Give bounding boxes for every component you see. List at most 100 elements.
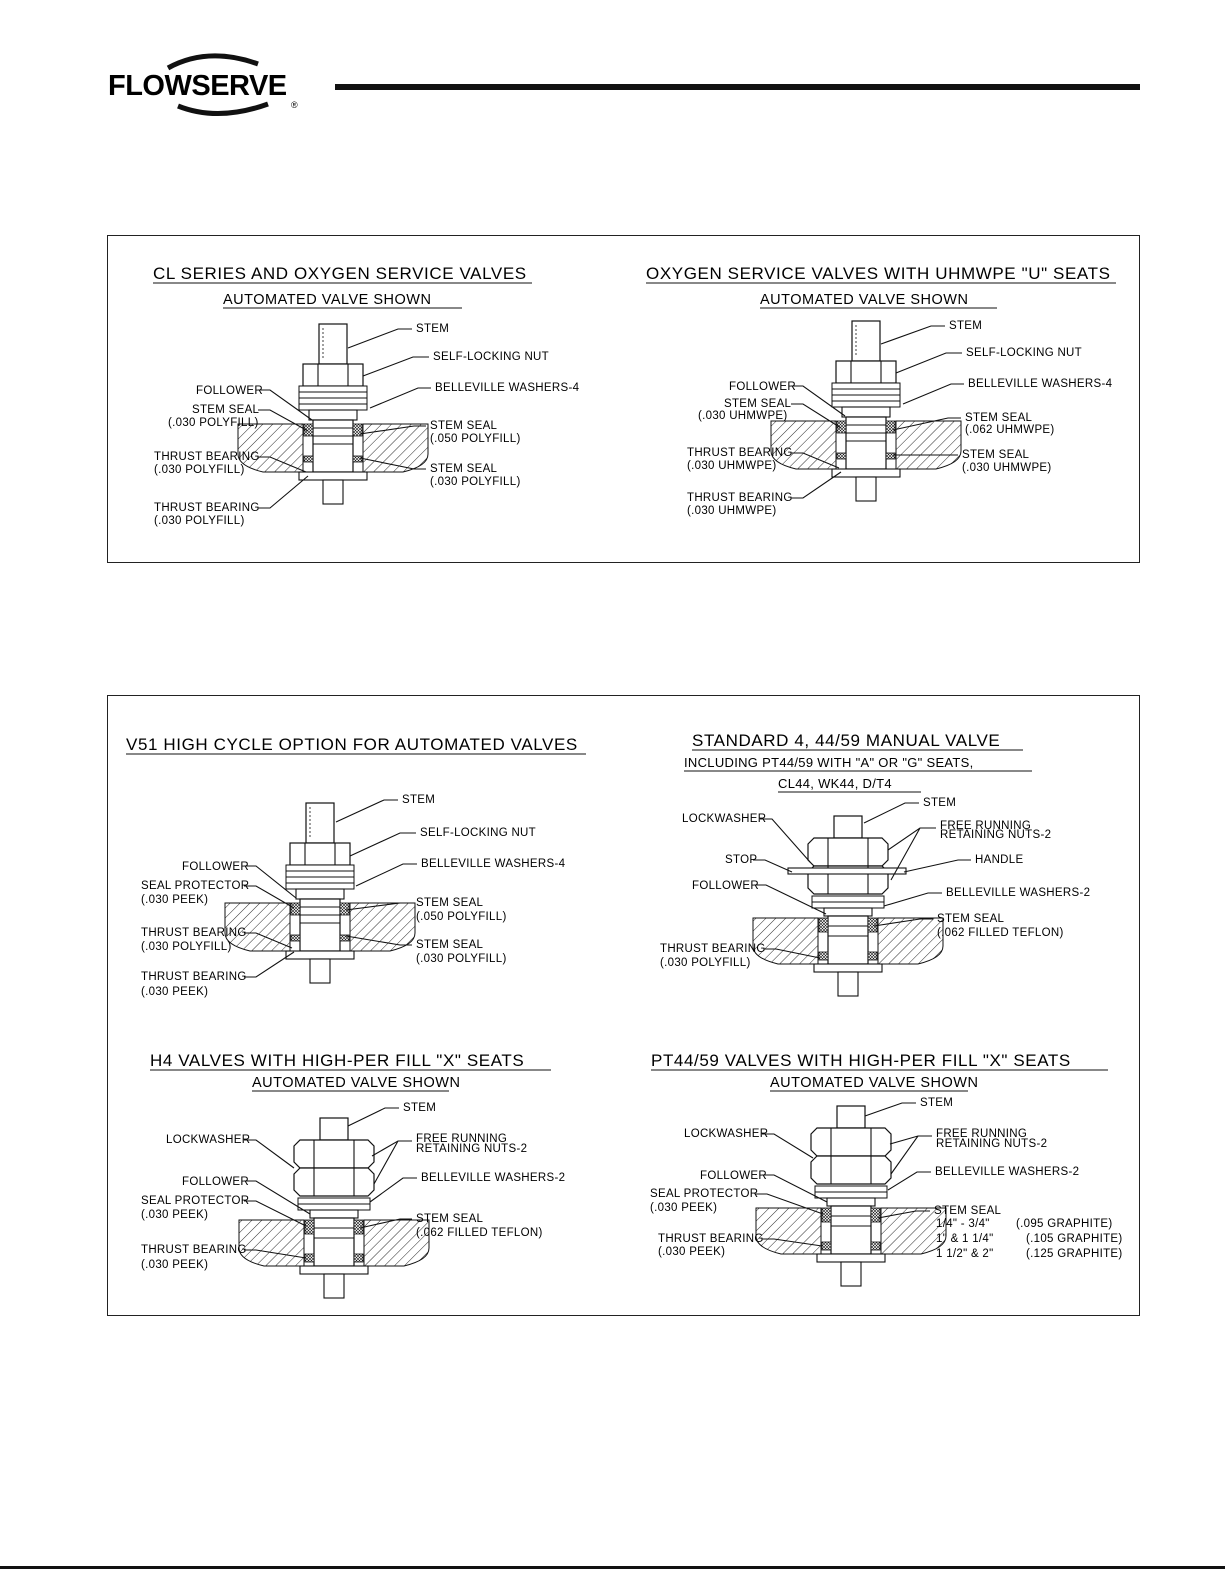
label-free-running-nuts-2: RETAINING NUTS-2 <box>936 1138 1047 1150</box>
label-thrust-bearing-2-spec: (.030 UHMWPE) <box>687 505 777 517</box>
label-stem-seal-1-spec: (.030 POLYFILL) <box>168 417 259 429</box>
leader-lockwasher <box>760 818 811 863</box>
size-row-3-value: (.125 GRAPHITE) <box>1026 1248 1123 1260</box>
label-seal-protector: SEAL PROTECTOR <box>141 1195 249 1207</box>
leader-self-locking-nut <box>362 356 429 377</box>
pt44-valve-assembly <box>755 1105 947 1287</box>
label-thrust-bearing-1: THRUST BEARING <box>687 447 793 459</box>
footer-rule <box>0 1566 1225 1569</box>
standard-subtitle-1: INCLUDING PT44/59 WITH "A" OR "G" SEATS, <box>684 755 974 770</box>
leader-stem-seal-2 <box>359 425 426 435</box>
cl-series-valve-assembly <box>237 323 429 505</box>
leader-follower <box>791 385 846 417</box>
label-thrust-bearing-spec: (.030 PEEK) <box>141 1259 208 1271</box>
label-stem-seal-3-spec: (.030 UHMWPE) <box>962 462 1052 474</box>
label-self-locking-nut: SELF-LOCKING NUT <box>966 347 1082 359</box>
size-row-1-size: 1/4" - 3/4" <box>936 1218 990 1230</box>
label-stem-seal-3: STEM SEAL <box>962 449 1030 461</box>
standard-subtitle-2: CL44, WK44, D/T4 <box>778 776 892 791</box>
logo-wordmark: FLOWSERVE <box>108 70 287 102</box>
header-rule <box>335 84 1140 90</box>
label-thrust-bearing-spec: (.030 POLYFILL) <box>660 957 751 969</box>
h4-subtitle: AUTOMATED VALVE SHOWN <box>252 1075 460 1091</box>
label-free-running-nuts-2: RETAINING NUTS-2 <box>940 829 1051 841</box>
leader-seal-protector <box>244 1200 307 1227</box>
label-lockwasher: LOCKWASHER <box>166 1134 250 1146</box>
leader-thrust-bearing <box>244 1249 307 1259</box>
label-free-running-nuts-1: FREE RUNNING <box>936 1128 1027 1140</box>
leader-follower <box>762 1174 828 1203</box>
leader-belleville-washers <box>902 383 964 405</box>
leader-stem-seal-3 <box>359 457 426 470</box>
label-self-locking-nut: SELF-LOCKING NUT <box>433 351 549 363</box>
leader-stem <box>347 1107 399 1127</box>
label-belleville-washers: BELLEVILLE WASHERS-4 <box>435 382 580 394</box>
size-row-3-size: 1 1/2" & 2" <box>936 1248 994 1260</box>
label-free-running-nuts-2: RETAINING NUTS-2 <box>416 1143 527 1155</box>
leader-thrust-bearing-1 <box>791 452 840 469</box>
size-row-1-value: (.095 GRAPHITE) <box>1016 1218 1113 1230</box>
leader-stem <box>880 325 945 345</box>
label-stem: STEM <box>923 797 956 809</box>
leader-stem-seal <box>873 918 933 927</box>
leader-stem-seal-2 <box>345 935 412 946</box>
label-handle: HANDLE <box>975 854 1023 866</box>
label-thrust-bearing-spec: (.030 PEEK) <box>658 1246 725 1258</box>
label-follower: FOLLOWER <box>729 381 796 393</box>
leader-stem-seal <box>877 1210 930 1219</box>
leader-follower <box>754 884 827 915</box>
label-stem-seal: STEM SEAL <box>934 1205 1002 1217</box>
h4-valve-assembly <box>238 1117 430 1299</box>
leader-stem <box>863 802 919 824</box>
label-seal-protector: SEAL PROTECTOR <box>141 880 249 892</box>
leader-free-running-nuts <box>887 827 936 881</box>
label-stem-seal-1: STEM SEAL <box>416 897 484 909</box>
label-seal-protector-spec: (.030 PEEK) <box>141 894 208 906</box>
label-stem-seal: STEM SEAL <box>416 1213 484 1225</box>
leader-lockwasher <box>244 1139 295 1169</box>
cl-series-subtitle: AUTOMATED VALVE SHOWN <box>223 292 431 308</box>
leader-thrust-bearing-1 <box>244 932 293 949</box>
label-stem-seal-3-spec: (.030 POLYFILL) <box>430 476 521 488</box>
label-stem-seal-2: STEM SEAL <box>416 939 484 951</box>
leader-thrust-bearing-2 <box>791 471 842 499</box>
leader-self-locking-nut <box>895 352 962 374</box>
flowserve-logo: FLOWSERVE ® <box>108 53 298 116</box>
label-stem: STEM <box>403 1102 436 1114</box>
label-belleville-washers: BELLEVILLE WASHERS-2 <box>421 1172 565 1184</box>
label-stem-seal-spec: (.062 FILLED TEFLON) <box>937 927 1064 939</box>
leader-stop <box>753 859 793 873</box>
label-thrust-bearing-1-spec: (.030 UHMWPE) <box>687 460 777 472</box>
label-stem-seal-2: STEM SEAL <box>965 412 1033 424</box>
panel-bottom: V51 HIGH CYCLE OPTION FOR AUTOMATED VALV… <box>107 695 1140 1316</box>
leader-follower <box>258 389 313 421</box>
label-stem-seal-2: STEM SEAL <box>430 420 498 432</box>
label-stem: STEM <box>402 794 435 806</box>
logo-swoosh-bottom <box>177 101 269 116</box>
leader-stem <box>335 799 398 823</box>
leader-stem <box>864 1102 916 1117</box>
label-free-running-nuts-1: FREE RUNNING <box>940 820 1031 832</box>
label-thrust-bearing-2: THRUST BEARING <box>687 492 793 504</box>
oxygen-uhmwpe-subtitle: AUTOMATED VALVE SHOWN <box>760 292 968 308</box>
leader-thrust-bearing <box>762 1238 823 1247</box>
label-free-running-nuts-1: FREE RUNNING <box>416 1133 507 1145</box>
leader-belleville-washers <box>369 387 431 409</box>
label-follower: FOLLOWER <box>692 880 759 892</box>
leader-stem-seal-2 <box>892 417 961 431</box>
leader-thrust-bearing-2 <box>258 475 309 509</box>
label-stop: STOP <box>725 854 757 866</box>
leader-seal-protector <box>244 885 295 909</box>
label-stem: STEM <box>416 323 449 335</box>
label-thrust-bearing: THRUST BEARING <box>658 1233 764 1245</box>
leader-follower <box>244 1180 311 1215</box>
label-seal-protector-spec: (.030 PEEK) <box>650 1202 717 1214</box>
leader-thrust-bearing <box>764 948 821 959</box>
h4-title: H4 VALVES WITH HIGH-PER FILL "X" SEATS <box>150 1051 524 1070</box>
label-belleville-washers: BELLEVILLE WASHERS-4 <box>968 378 1113 390</box>
label-thrust-bearing: THRUST BEARING <box>660 943 766 955</box>
leader-free-running-nuts <box>371 1140 412 1185</box>
pt44-subtitle: AUTOMATED VALVE SHOWN <box>770 1075 978 1091</box>
label-stem-seal-1-spec: (.050 POLYFILL) <box>416 911 507 923</box>
label-thrust-bearing: THRUST BEARING <box>141 1244 247 1256</box>
